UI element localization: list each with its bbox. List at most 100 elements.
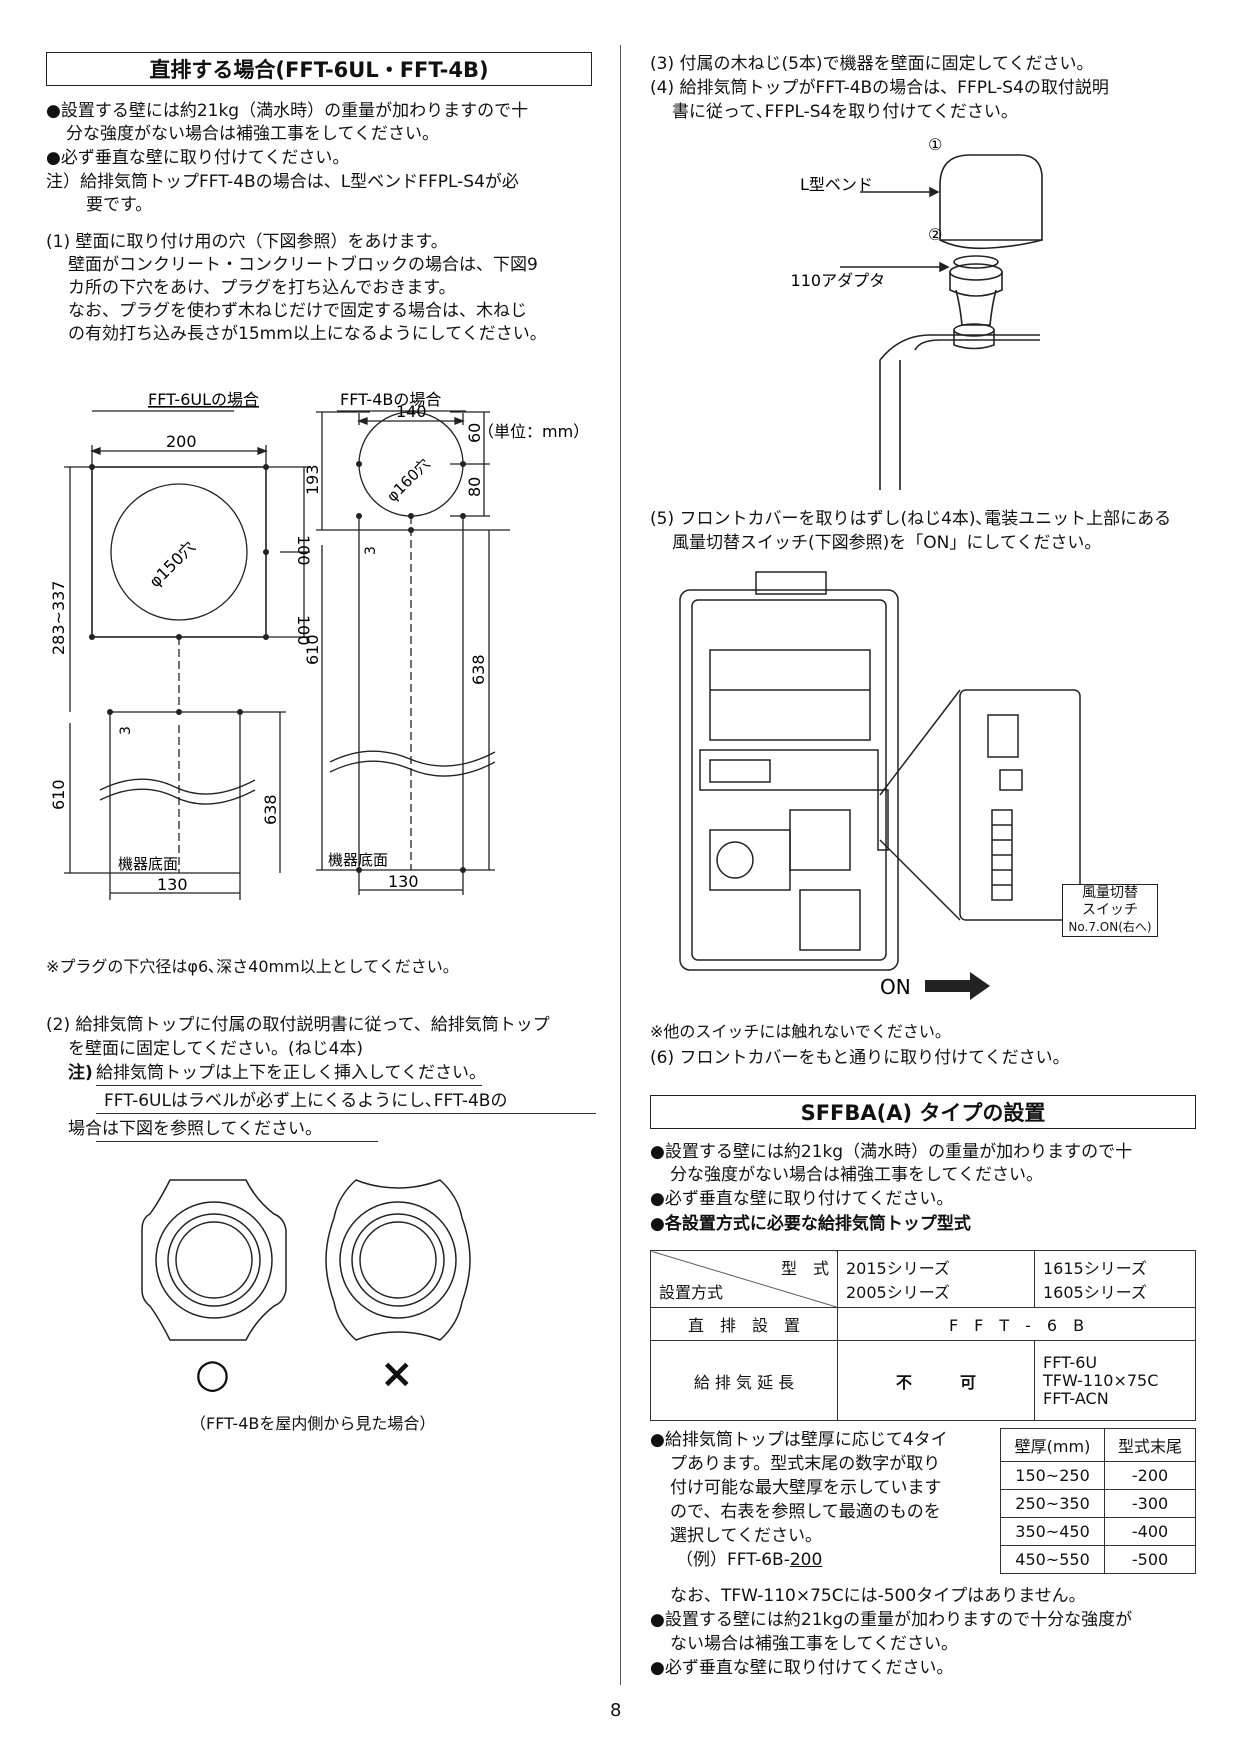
dim-hole150: φ150穴 bbox=[145, 537, 199, 591]
dim-610a: 610 bbox=[49, 779, 68, 810]
wall-example-prefix: （例）FFT-6B- bbox=[676, 1550, 790, 1570]
wall-example: （例）FFT-6B-200 bbox=[676, 1548, 822, 1572]
step1-e: の有効打ち込み長さが15mm以上になるようにしてください。 bbox=[68, 324, 547, 344]
dim-3b: 3 bbox=[363, 546, 379, 555]
step2-b: を壁面に固定してください。(ねじ4本) bbox=[68, 1039, 364, 1059]
switch-callout-line1: 風量切替 bbox=[1082, 885, 1138, 901]
wall-p5: 選択してください。 bbox=[670, 1526, 822, 1546]
model-fft6u: FFT-6U bbox=[1043, 1352, 1098, 1372]
wall-note: なお、TFW-110×75Cには-500タイプはありません。 bbox=[670, 1586, 1086, 1606]
dim-hole160: φ160穴 bbox=[383, 455, 434, 506]
model-fftacn: FFT-ACN bbox=[1043, 1388, 1109, 1408]
dim-283: 283~337 bbox=[49, 581, 68, 655]
note2-rule-3 bbox=[96, 1141, 378, 1142]
fig-4b-label: FFT-4Bの場合 bbox=[340, 390, 441, 409]
step1-b: 壁面がコンクリート・コンクリートブロックの場合は、下図9 bbox=[68, 255, 538, 275]
table-col-2015: 2015シリーズ 2005シリーズ bbox=[837, 1250, 1035, 1308]
step4-b: 書に従って､FFPL-S4を取り付けてください。 bbox=[672, 102, 1018, 122]
bend-adapter-figure: ① ② L型ベンド φ110アダプタ bbox=[790, 135, 1043, 490]
note2-label: 注) bbox=[68, 1063, 93, 1083]
switch-location-figure: ON bbox=[679, 571, 1081, 1000]
wall-p1: ●給排気筒トップは壁厚に応じて4タイ bbox=[650, 1430, 948, 1450]
step3: (3) 付属の木ねじ(5本)で機器を壁面に固定してください。 bbox=[650, 54, 1094, 74]
wall-row-range: 150~250 bbox=[999, 1461, 1106, 1490]
left-note1b: 要です。 bbox=[86, 195, 153, 215]
wall-row-suffix: -300 bbox=[1104, 1489, 1196, 1518]
note2-rule-2 bbox=[96, 1113, 596, 1114]
dim-610b: 610 bbox=[303, 634, 322, 665]
note2-c: 場合は下図を参照してください。 bbox=[68, 1119, 322, 1139]
ng-mark: × bbox=[380, 1351, 414, 1397]
right-q1: ●設置する壁には約21kg（満水時）の重量が加わりますので十 bbox=[650, 1142, 1133, 1162]
wall-p8: ●設置する壁には約21kgの重量が加わりますので十分な強度が bbox=[650, 1610, 1133, 1630]
mounting-hole-diagram: FFT-6ULの場合 FFT-4Bの場合 （単位：mm） 200 φ150穴 1… bbox=[49, 390, 589, 900]
dim-60: 60 bbox=[465, 423, 484, 443]
dim-100b: 100 bbox=[294, 615, 313, 646]
table-header-method: 設置方式 bbox=[659, 1283, 724, 1302]
dim-638a: 638 bbox=[261, 794, 280, 825]
plug-note: ※プラグの下穴径はφ6､深さ40mm以上としてください。 bbox=[46, 957, 459, 976]
note2-rule-1 bbox=[96, 1085, 482, 1086]
table-corner-cell: 型 式 設置方式 bbox=[650, 1250, 838, 1308]
fig-6ul-label: FFT-6ULの場合 bbox=[148, 390, 259, 409]
adapter-label: φ110アダプタ bbox=[790, 271, 885, 290]
dim-130a: 130 bbox=[157, 875, 188, 894]
table-col-1615: 1615シリーズ 1605シリーズ bbox=[1034, 1250, 1196, 1308]
wall-row-suffix: -200 bbox=[1104, 1461, 1196, 1490]
wall-p8b: ない場合は補強工事をしてください。 bbox=[670, 1634, 958, 1654]
on-label: ON bbox=[880, 975, 911, 999]
wall-header-thickness: 壁厚(mm) bbox=[999, 1428, 1106, 1462]
series-1605: 1605シリーズ bbox=[1043, 1283, 1147, 1302]
bend-label: L型ベンド bbox=[800, 175, 873, 194]
column-divider bbox=[620, 45, 621, 1685]
section-title-direct: 直排する場合(FFT-6UL・FFT-4B) bbox=[46, 52, 592, 86]
wall-row-suffix: -500 bbox=[1104, 1545, 1196, 1574]
step1-c: カ所の下穴をあけ、プラグを打ち込んでおきます。 bbox=[68, 278, 456, 298]
table-header-type: 型 式 bbox=[780, 1259, 829, 1278]
dim-130b: 130 bbox=[388, 872, 419, 891]
orientation-caption: （FFT-4Bを屋内側から見た場合） bbox=[190, 1414, 436, 1433]
wall-thickness-table: 壁厚(mm)型式末尾 150~250-200 250~350-300 350~4… bbox=[999, 1428, 1196, 1574]
dim-638b: 638 bbox=[469, 654, 488, 685]
step4-a: (4) 給排気筒トップがFFT-4Bの場合は、FFPL-S4の取付説明 bbox=[650, 78, 1109, 98]
step5-b: 風量切替スイッチ(下図参照)を「ON」にしてください。 bbox=[672, 533, 1102, 553]
left-note1: 注）給排気筒トップFFT-4Bの場合は、L型ベンドFFPL-S4が必 bbox=[46, 172, 519, 192]
series-1615: 1615シリーズ bbox=[1043, 1259, 1147, 1278]
step1-d: なお、プラグを使わず木ねじだけで固定する場合は、木ねじ bbox=[68, 301, 527, 321]
dim-3a: 3 bbox=[118, 726, 134, 735]
row-direct-value: F F T - 6 B bbox=[837, 1307, 1196, 1341]
dim-100a: 100 bbox=[294, 535, 313, 566]
note2-b: FFT-6ULはラベルが必ず上にくるようにし､FFT-4Bの bbox=[104, 1091, 508, 1111]
wall-p9: ●必ず垂直な壁に取り付けてください。 bbox=[650, 1658, 954, 1678]
row-extend-label: 給 排 気 延 長 bbox=[650, 1340, 838, 1421]
switch-callout-line2: スイッチ bbox=[1082, 902, 1138, 918]
ok-mark: ○ bbox=[195, 1351, 230, 1397]
fig-num-2: ② bbox=[928, 225, 942, 244]
step5-a: (5) フロントカバーを取りはずし(ねじ4本)､電装ユニット上部にある bbox=[650, 509, 1172, 529]
unit-label: （単位：mm） bbox=[478, 422, 589, 441]
wall-row-range: 350~450 bbox=[999, 1517, 1106, 1546]
wall-p4: ので、右表を参照して最適のものを bbox=[670, 1502, 941, 1522]
series-2015: 2015シリーズ bbox=[846, 1259, 950, 1278]
dim-193: 193 bbox=[303, 464, 322, 495]
step2-a: (2) 給排気筒トップに付属の取付説明書に従って、給排気筒トップ bbox=[46, 1015, 550, 1035]
wall-row-range: 450~550 bbox=[999, 1545, 1106, 1574]
page-number: 8 bbox=[610, 1700, 622, 1721]
row-direct-label: 直 排 設 置 bbox=[650, 1307, 838, 1341]
section-title-sffba: SFFBA(A) タイプの設置 bbox=[650, 1095, 1196, 1129]
wall-p2: プあります。型式末尾の数字が取り bbox=[670, 1454, 941, 1474]
row-extend-value2: FFT-6U TFW-110×75C FFT-ACN bbox=[1034, 1340, 1196, 1421]
dim-200: 200 bbox=[166, 432, 197, 451]
left-p1b: 分な強度がない場合は補強工事をしてください。 bbox=[66, 124, 439, 144]
step6: (6) フロントカバーをもと通りに取り付けてください。 bbox=[650, 1048, 1070, 1068]
switch-callout-line3: No.7.ON(右へ) bbox=[1068, 920, 1152, 934]
wall-example-suffix: 200 bbox=[789, 1550, 823, 1570]
orientation-figure bbox=[141, 1179, 471, 1341]
other-switch-note: ※他のスイッチには触れないでください。 bbox=[650, 1022, 951, 1041]
right-q1b: 分な強度がない場合は補強工事をしてください。 bbox=[670, 1165, 1043, 1185]
switch-callout: 風量切替 スイッチ No.7.ON(右へ) bbox=[1062, 884, 1158, 937]
wall-header-suffix: 型式末尾 bbox=[1104, 1428, 1196, 1462]
wall-p3: 付け可能な最大壁厚を示しています bbox=[670, 1478, 942, 1498]
left-p2: ●必ず垂直な壁に取り付けてください。 bbox=[46, 148, 350, 168]
step1-a: (1) 壁面に取り付け用の穴（下図参照）をあけます。 bbox=[46, 232, 448, 252]
